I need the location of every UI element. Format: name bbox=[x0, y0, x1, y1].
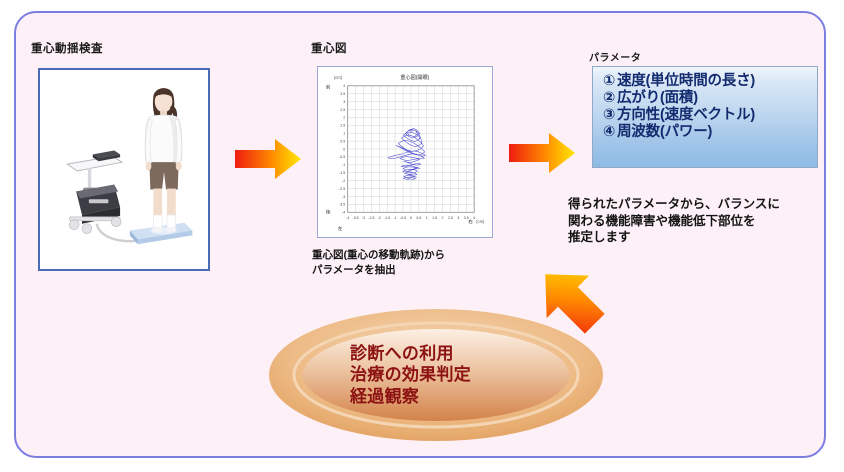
arrow-chart-to-parameters bbox=[509, 133, 575, 173]
parameter-number-1: ① bbox=[603, 73, 616, 89]
svg-text:-2.5: -2.5 bbox=[339, 187, 345, 191]
svg-text:(cm): (cm) bbox=[334, 75, 343, 80]
parameter-label-2: 広がり(面積) bbox=[617, 90, 698, 107]
svg-text:-1: -1 bbox=[394, 216, 397, 220]
svg-text:-2: -2 bbox=[342, 179, 345, 183]
result-line-3: 経過観察 bbox=[350, 386, 420, 406]
svg-text:-1: -1 bbox=[342, 163, 345, 167]
svg-text:前: 前 bbox=[326, 84, 331, 91]
svg-text:右: 右 bbox=[468, 218, 473, 225]
svg-text:-0.5: -0.5 bbox=[339, 155, 345, 159]
parameter-number-2: ② bbox=[603, 90, 616, 107]
svg-text:1.5: 1.5 bbox=[432, 216, 437, 220]
svg-text:0: 0 bbox=[410, 216, 412, 220]
arrow-inference-to-result bbox=[545, 274, 605, 334]
result-oval-svg bbox=[269, 309, 603, 441]
exam-photo-panel bbox=[38, 68, 210, 271]
svg-text:-3.5: -3.5 bbox=[339, 203, 345, 207]
svg-text:1.5: 1.5 bbox=[340, 124, 345, 128]
parameters-heading: パラメータ bbox=[589, 53, 642, 64]
svg-text:左: 左 bbox=[338, 225, 343, 231]
svg-text:-3.5: -3.5 bbox=[353, 216, 359, 220]
svg-text:-0.5: -0.5 bbox=[400, 216, 406, 220]
svg-text:重心図(開眼): 重心図(開眼) bbox=[400, 73, 429, 81]
result-text-block: 診断への利用 治療の効果判定 経過観察 bbox=[268, 308, 604, 442]
svg-text:2: 2 bbox=[343, 116, 345, 120]
svg-text:4: 4 bbox=[343, 84, 345, 88]
svg-text:1: 1 bbox=[343, 132, 345, 136]
svg-text:3.5: 3.5 bbox=[340, 92, 345, 96]
arrow-exam-to-chart bbox=[235, 139, 301, 179]
result-line-2: 治療の効果判定 bbox=[350, 365, 472, 385]
svg-text:-3: -3 bbox=[342, 195, 345, 199]
parameter-number-4: ④ bbox=[603, 124, 616, 141]
svg-text:-2.5: -2.5 bbox=[368, 216, 374, 220]
result-line-1: 診断への利用 bbox=[350, 343, 454, 363]
exam-heading: 重心動揺検査 bbox=[31, 43, 103, 55]
inference-text: 得られたパラメータから、バランスに 関わる機能障害や機能低下部位を 推定します bbox=[568, 197, 780, 244]
svg-text:2.5: 2.5 bbox=[448, 216, 453, 220]
svg-text:-1.5: -1.5 bbox=[384, 216, 390, 220]
svg-text:2: 2 bbox=[442, 216, 444, 220]
svg-text:-4: -4 bbox=[346, 216, 349, 220]
parameter-label-4: 周波数(パワー) bbox=[617, 124, 713, 141]
result-oval: 診断への利用 治療の効果判定 経過観察 bbox=[268, 308, 604, 442]
svg-text:3: 3 bbox=[343, 100, 345, 104]
svg-text:2.5: 2.5 bbox=[340, 108, 345, 112]
svg-text:-1.5: -1.5 bbox=[339, 171, 345, 175]
svg-text:4: 4 bbox=[473, 216, 475, 220]
svg-text:3: 3 bbox=[457, 216, 459, 220]
svg-text:0.5: 0.5 bbox=[416, 216, 421, 220]
svg-text:-4: -4 bbox=[342, 211, 345, 215]
svg-text:0: 0 bbox=[343, 147, 345, 151]
svg-text:1: 1 bbox=[426, 216, 428, 220]
svg-text:-2: -2 bbox=[378, 216, 381, 220]
parameter-label-3: 方向性(速度ベクトル) bbox=[617, 107, 756, 124]
svg-text:(cm): (cm) bbox=[476, 219, 485, 224]
chart-svg: 重心図(開眼) (cm) 前 後 左 右 (cm) -4-3.5-3-2.5-2… bbox=[318, 67, 492, 237]
chart-heading: 重心図 bbox=[311, 43, 347, 55]
svg-text:-3: -3 bbox=[362, 216, 365, 220]
posturography-photo bbox=[40, 70, 208, 269]
svg-text:3.5: 3.5 bbox=[464, 216, 469, 220]
chart-caption: 重心図(重心の移動軌跡)から パラメータを抽出 bbox=[312, 249, 445, 277]
center-of-gravity-chart: 重心図(開眼) (cm) 前 後 左 右 (cm) -4-3.5-3-2.5-2… bbox=[317, 66, 493, 238]
parameter-number-3: ③ bbox=[603, 107, 616, 124]
svg-text:0.5: 0.5 bbox=[340, 139, 345, 143]
parameter-label-1: 速度(単位時間の長さ) bbox=[617, 73, 756, 89]
svg-text:後: 後 bbox=[326, 208, 331, 214]
